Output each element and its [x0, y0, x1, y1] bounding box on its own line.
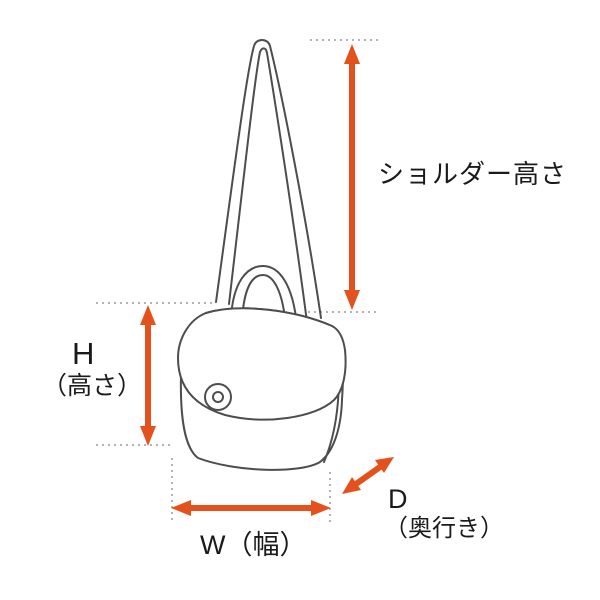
height-label: H	[72, 336, 95, 371]
bag-clasp-outer	[204, 383, 232, 411]
bag-strap-outer	[215, 39, 322, 319]
height-arrow	[140, 305, 156, 446]
height-sub-label: （高さ）	[42, 372, 143, 400]
width-label: W（幅）	[200, 530, 307, 560]
shoulder-height-label: ショルダー高さ	[378, 159, 568, 189]
depth-arrow	[342, 457, 394, 494]
bag-flap	[177, 307, 347, 421]
bag-strap-inner	[228, 47, 308, 323]
shoulder-height-arrow	[344, 44, 360, 310]
bag-clasp-inner	[212, 391, 224, 403]
depth-sub-label: （奥行き）	[384, 515, 504, 542]
depth-label: D	[388, 484, 408, 514]
width-arrow	[171, 500, 331, 516]
